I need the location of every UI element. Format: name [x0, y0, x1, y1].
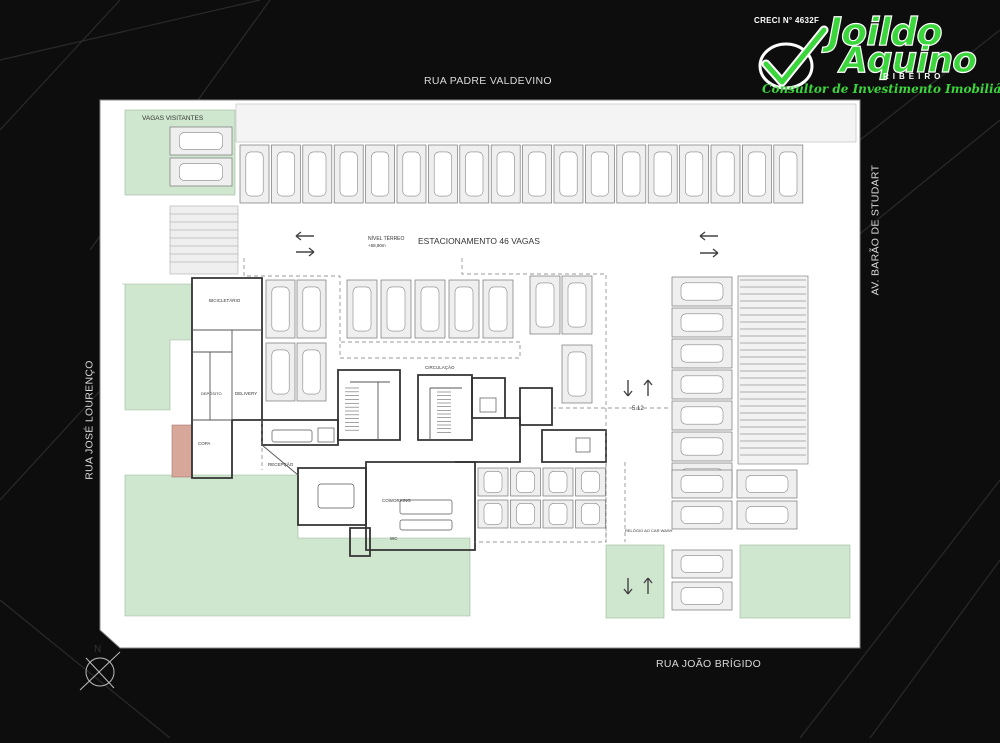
traffic-arrows: [295, 231, 719, 595]
parking-space: [490, 144, 521, 204]
level-label: NÍVEL TÉRREO: [368, 235, 405, 242]
parking-space: [736, 500, 798, 530]
room-bicycle-rack: BICICLETÁRIO: [209, 297, 241, 303]
room-store: DEPÓSITO: [201, 391, 222, 396]
parking-space: [239, 144, 270, 204]
parking-space: [169, 157, 233, 187]
parking-space: [647, 144, 678, 204]
parking-space: [333, 144, 364, 204]
parking-space: [510, 467, 541, 497]
room-reception: RECEPÇÃO: [268, 461, 294, 467]
internal-walls: [192, 329, 462, 476]
street-north: RUA PADRE VALDEVINO: [424, 75, 552, 87]
parking-space: [510, 499, 541, 529]
parking-space: [671, 500, 733, 530]
parking-space: [671, 276, 733, 307]
parking-space: [477, 499, 509, 529]
parking-space: [671, 581, 733, 611]
visitor-parking-label: VAGAS VISITANTES: [142, 115, 204, 122]
street-east: AV. BARÃO DE STUDART: [869, 164, 882, 296]
parking-space: [575, 467, 606, 497]
parking-space: [302, 144, 333, 204]
parking-space: [396, 144, 427, 204]
brand-logo: CRECI N° 4632F Joildo Aquino RIBEIRO Con…: [748, 9, 1000, 102]
dimension-label: 5.12: [632, 406, 644, 412]
parking-space: [542, 499, 574, 529]
room-wc: WC: [390, 536, 398, 541]
parking-space: [169, 126, 233, 156]
furniture: [271, 397, 591, 531]
parking-space: [671, 431, 733, 462]
parking-space: [542, 467, 574, 497]
logo-name-line1: Joildo: [827, 9, 943, 54]
parking-space: [448, 279, 480, 339]
parking-space: [671, 400, 733, 431]
parking-space: [477, 467, 509, 497]
parking-spaces: [169, 126, 804, 611]
parking-space: [671, 469, 733, 499]
room-delivery: DELIVERY: [235, 391, 257, 396]
check-mark-icon: [758, 25, 829, 90]
parking-space: [773, 144, 804, 204]
parking-space: [679, 144, 709, 204]
parking-space: [428, 144, 458, 204]
logo-name-line2: Aquino: [839, 39, 977, 81]
parking-space: [459, 144, 490, 204]
parking-title: ESTACIONAMENTO 46 VAGAS: [418, 236, 540, 246]
parking-space: [561, 275, 593, 335]
level-value: +58,90m: [368, 243, 386, 248]
parking-space: [265, 279, 296, 339]
parking-space: [529, 275, 561, 335]
parking-space: [296, 279, 327, 339]
logo-surname: RIBEIRO: [883, 72, 945, 81]
parking-space: [742, 144, 772, 204]
parking-space: [585, 144, 615, 204]
parking-space: [553, 144, 584, 204]
room-pantry: COPA: [198, 441, 210, 446]
parking-space: [561, 344, 593, 404]
room-coworking: COWORKING: [382, 498, 411, 503]
circulation-label: CIRCULAÇÃO: [425, 364, 455, 370]
parking-space: [482, 279, 514, 339]
parking-space: [296, 342, 327, 402]
north-sidewalk: [235, 103, 857, 143]
street-south: RUA JOÃO BRÍGIDO: [656, 658, 762, 670]
parking-space: [265, 342, 296, 402]
street-west: RUA JOSÉ LOURENÇO: [83, 360, 96, 480]
parking-space: [671, 307, 733, 338]
parking-space: [414, 279, 446, 339]
logo-creci: CRECI N° 4632F: [754, 16, 820, 25]
logo-tagline: Consultor de Investimento Imobiliários: [762, 82, 1000, 96]
parking-space: [671, 338, 733, 369]
parking-space: [346, 279, 378, 339]
room-car-wash: RELÓGIO AO CAR WASH: [625, 528, 673, 533]
compass-north-label: N: [94, 644, 101, 655]
parking-space: [671, 369, 733, 400]
north-compass: [79, 651, 121, 691]
parking-space: [380, 279, 412, 339]
stair-cores: [345, 387, 451, 433]
parking-space: [575, 499, 606, 529]
dashed-grid: [243, 258, 670, 543]
parking-space: [616, 144, 647, 204]
parking-space: [271, 144, 301, 204]
hatched-areas: [169, 205, 809, 478]
parking-space: [522, 144, 552, 204]
parking-space: [710, 144, 741, 204]
parking-space: [671, 549, 733, 579]
parking-space: [365, 144, 395, 204]
parking-space: [736, 469, 798, 499]
